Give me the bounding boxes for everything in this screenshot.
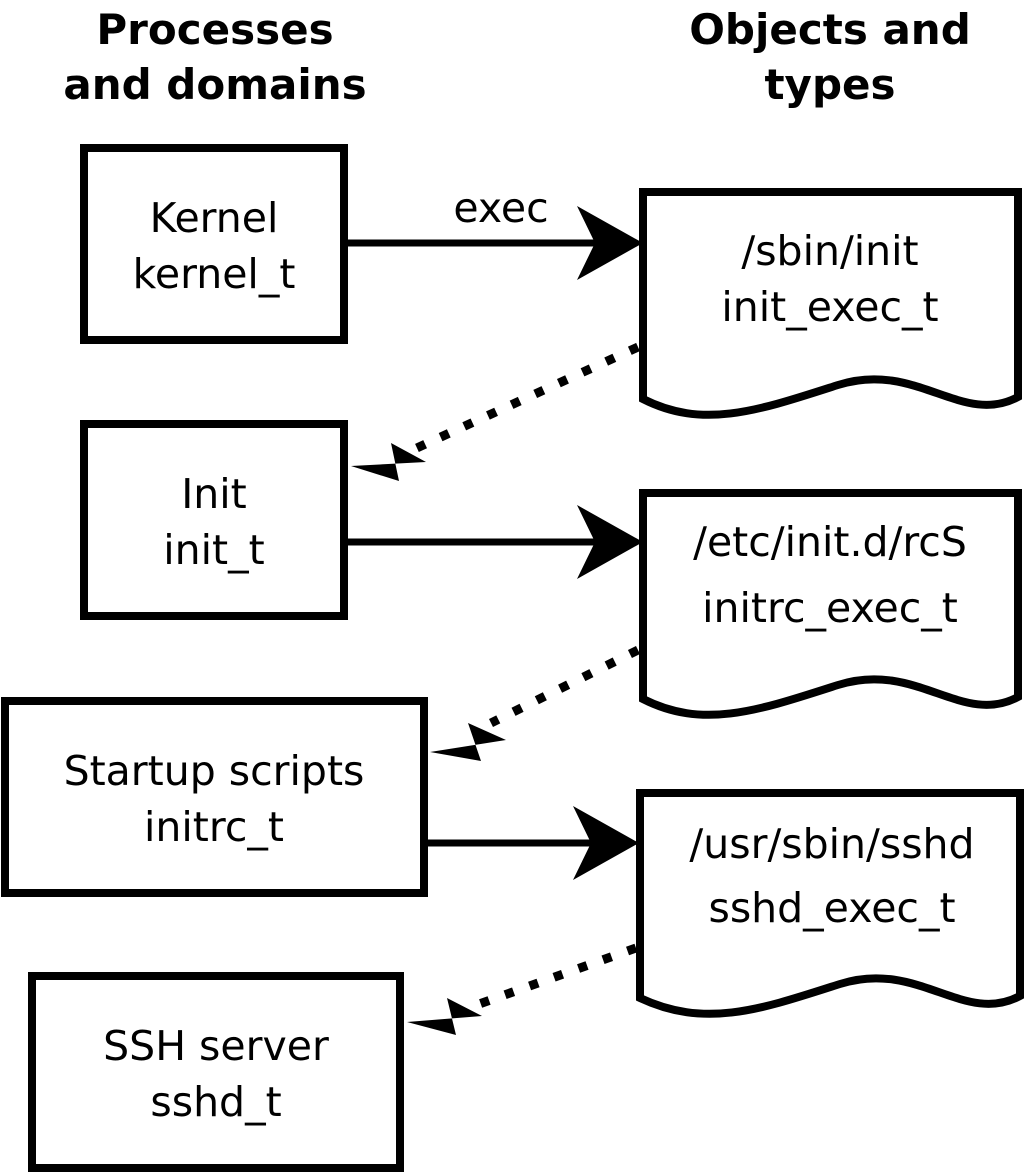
process-node-init-line2: init_t [163, 526, 264, 574]
process-node-startup-scripts-line2: initrc_t [144, 803, 284, 851]
edge-initexec-transition-init [351, 342, 640, 481]
column-header-objects-line2: types [764, 60, 895, 109]
process-node-ssh-server-box[interactable] [28, 972, 404, 1172]
object-node-etc-initd-rcs-line1: /etc/init.d/rcS [693, 518, 967, 566]
object-node-sbin-init-shape[interactable] [639, 188, 1022, 419]
object-node-usr-sbin-sshd[interactable]: /usr/sbin/sshd sshd_exec_t [636, 789, 1024, 1018]
edge-init-exec-rcs-arrowhead [577, 505, 643, 579]
column-header-processes: Processes and domains [63, 5, 366, 109]
process-node-ssh-server-line1: SSH server [103, 1022, 329, 1070]
process-node-kernel-line1: Kernel [150, 194, 279, 242]
edge-kernel-exec-init-arrowhead [577, 206, 643, 280]
edge-initrcexec-transition-initrc-line [488, 645, 641, 728]
process-node-init-box[interactable] [80, 420, 348, 620]
column-header-objects: Objects and types [689, 5, 971, 109]
edge-initrc-exec-sshd [428, 806, 639, 880]
process-node-ssh-server[interactable]: SSH server sshd_t [28, 972, 404, 1172]
process-node-init-line1: Init [181, 470, 247, 518]
column-header-processes-line2: and domains [63, 60, 366, 109]
process-node-startup-scripts-box[interactable] [1, 697, 428, 897]
edge-initrcexec-transition-initrc [430, 645, 641, 761]
edge-init-exec-rcs [348, 505, 643, 579]
process-node-kernel[interactable]: Kernel kernel_t [80, 144, 348, 344]
edge-sshdexec-transition-sshd-arrowhead [407, 998, 482, 1035]
object-node-etc-initd-rcs[interactable]: /etc/init.d/rcS initrc_exec_t [639, 489, 1022, 719]
object-node-etc-initd-rcs-line2: initrc_exec_t [702, 584, 958, 632]
process-node-init[interactable]: Init init_t [80, 420, 348, 620]
object-node-etc-initd-rcs-shape[interactable] [639, 489, 1022, 719]
process-node-kernel-line2: kernel_t [133, 250, 296, 298]
process-node-startup-scripts[interactable]: Startup scripts initrc_t [1, 697, 428, 897]
edge-initexec-transition-init-arrowhead [351, 443, 426, 481]
edge-label-exec: exec [453, 184, 548, 232]
object-node-usr-sbin-sshd-shape[interactable] [636, 789, 1024, 1018]
process-node-kernel-box[interactable] [80, 144, 348, 344]
edge-sshdexec-transition-sshd [407, 943, 638, 1035]
column-header-objects-line1: Objects and [689, 5, 971, 54]
object-node-usr-sbin-sshd-line2: sshd_exec_t [708, 884, 955, 932]
object-node-usr-sbin-sshd-line1: /usr/sbin/sshd [689, 820, 974, 868]
edge-initrcexec-transition-initrc-arrowhead [430, 723, 506, 761]
edge-initexec-transition-init-line [406, 342, 640, 457]
edge-initrc-exec-sshd-arrowhead [573, 806, 639, 880]
process-node-ssh-server-line2: sshd_t [150, 1078, 281, 1126]
column-header-processes-line1: Processes [96, 5, 333, 54]
edge-kernel-exec-init: exec [348, 184, 643, 280]
object-node-sbin-init-line2: init_exec_t [721, 283, 938, 331]
object-node-sbin-init-line1: /sbin/init [741, 227, 918, 275]
edge-sshdexec-transition-sshd-line [466, 943, 638, 1013]
process-node-startup-scripts-line1: Startup scripts [64, 747, 365, 795]
object-node-sbin-init[interactable]: /sbin/init init_exec_t [639, 188, 1022, 419]
